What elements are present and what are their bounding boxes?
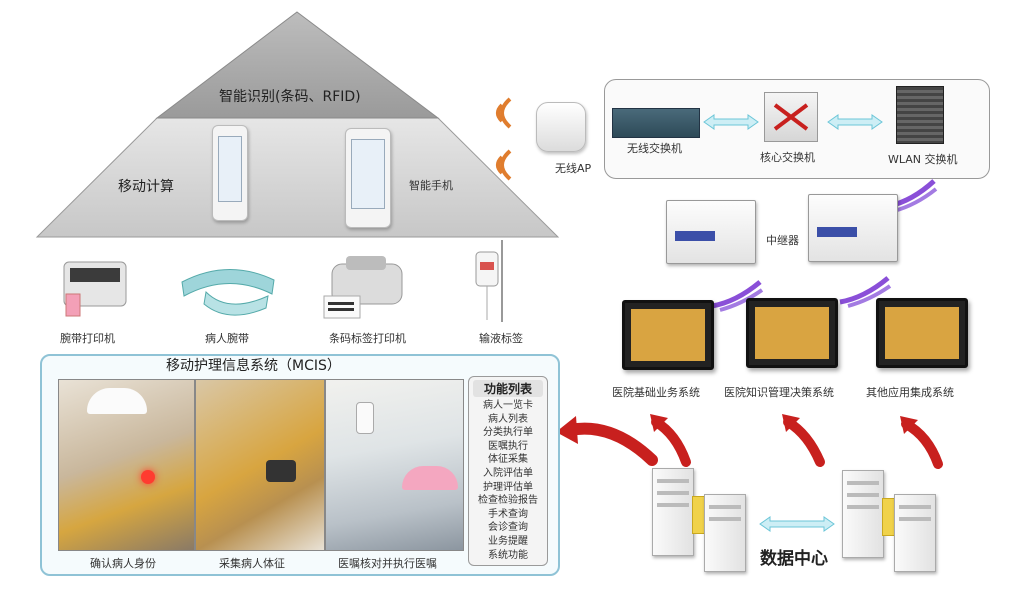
red-arrows: [556, 414, 943, 469]
photo-confirm-identity: [58, 379, 195, 551]
feature-item: 业务提醒: [488, 535, 528, 547]
pyramid-top-label: 智能识别(条码、RFID): [219, 89, 361, 105]
data-center-label: 数据中心: [760, 549, 828, 569]
system-label-0: 医院基础业务系统: [612, 386, 700, 399]
smartphone-device: [345, 128, 391, 228]
repeater-box-1: [666, 200, 756, 264]
server-rack-1: [652, 468, 694, 556]
feature-list-title: 功能列表: [473, 380, 543, 397]
wristband-icon: [181, 269, 275, 316]
server-rack-2: [704, 494, 746, 572]
feature-item: 会诊查询: [488, 522, 528, 534]
pyramid-mid-label: 移动计算: [118, 179, 174, 195]
arrow-to-system-1: [783, 417, 825, 467]
pyramid: [35, 11, 560, 238]
feature-list: 病人一览卡 病人列表 分类执行单 医嘱执行 体征采集 入院评估单 护理评估单 检…: [469, 399, 547, 562]
wlan-switch-icon: [896, 86, 944, 144]
repeater-box-2: [808, 194, 898, 262]
cable-icon-2: [711, 280, 764, 312]
arrow-to-system-0-head: [650, 414, 668, 432]
wireless-ap-icon: [536, 102, 586, 152]
monitor-knowledge-decision: [746, 298, 838, 368]
arrow-to-system-0: [651, 417, 691, 467]
switch-link-arrow-2: [827, 114, 883, 130]
repeater-label: 中继器: [766, 234, 799, 247]
feature-item: 体征采集: [488, 454, 528, 466]
arrow-to-system-2: [901, 419, 943, 469]
photo-caption-0: 确认病人身份: [90, 557, 156, 570]
feature-item: 护理评估单: [483, 481, 533, 493]
feature-item: 医嘱执行: [488, 440, 528, 452]
monitor-other-integration: [876, 298, 968, 368]
barcode-printer-icon: [323, 256, 403, 319]
photo-caption-2: 医嘱核对并执行医嘱: [338, 557, 437, 570]
wristband-printer-label: 腕带打印机: [60, 332, 115, 345]
feature-item: 检查检验报告: [478, 495, 538, 507]
wifi-signal-icon: [496, 97, 512, 181]
datacenter-link-arrow: [759, 516, 835, 532]
system-label-2: 其他应用集成系统: [866, 386, 954, 399]
feature-item: 分类执行单: [483, 427, 533, 439]
wristband-printer-icon: [63, 261, 127, 317]
pyramid-top-layer: [155, 11, 440, 119]
wireless-switch-label: 无线交换机: [627, 142, 682, 155]
feature-list-panel: 功能列表 病人一览卡 病人列表 分类执行单 医嘱执行 体征采集 入院评估单 护理…: [468, 376, 548, 566]
infusion-bag-icon: [475, 240, 503, 322]
feature-item: 系统功能: [488, 549, 528, 561]
core-switch-label: 核心交换机: [760, 151, 815, 164]
barcode-printer-label: 条码标签打印机: [329, 332, 406, 345]
core-switch-icon: [764, 92, 818, 142]
system-label-1: 医院知识管理决策系统: [724, 386, 834, 399]
mcis-title: 移动护理信息系统（MCIS）: [166, 358, 341, 374]
photo-collect-vitals: [195, 379, 325, 551]
phone-label: 智能手机: [409, 179, 453, 192]
wristband-label: 病人腕带: [205, 332, 249, 345]
feature-item: 手术查询: [488, 508, 528, 520]
arrow-to-mcis-head: [556, 416, 578, 444]
server-rack-4: [894, 494, 936, 572]
server-rack-3: [842, 470, 884, 558]
cable-icon-3: [839, 276, 892, 308]
feature-item: 病人列表: [488, 413, 528, 425]
feature-item: 入院评估单: [483, 467, 533, 479]
monitor-basic-business: [622, 300, 714, 370]
arrow-to-system-2-head: [900, 416, 918, 434]
wireless-switch-icon: [612, 108, 700, 138]
pda-device: [212, 125, 248, 221]
wlan-switch-label: WLAN 交换机: [888, 153, 958, 166]
infusion-label: 输液标签: [479, 332, 523, 345]
feature-item: 病人一览卡: [483, 400, 533, 411]
wireless-ap-label: 无线AP: [555, 162, 592, 175]
switch-link-arrow-1: [703, 114, 759, 130]
photo-caption-1: 采集病人体征: [219, 557, 285, 570]
photo-verify-orders: [325, 379, 464, 551]
arrow-to-system-1-head: [782, 414, 800, 432]
arrow-to-mcis: [564, 422, 658, 466]
